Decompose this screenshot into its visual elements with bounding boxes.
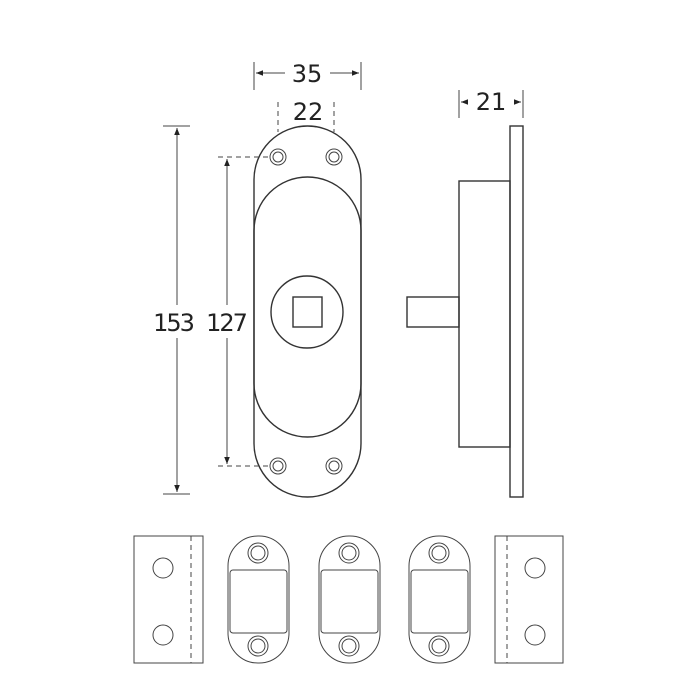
dimension-label-127: 127 <box>206 309 247 337</box>
front-view <box>253 125 362 498</box>
side-view <box>406 125 524 498</box>
cover-oval <box>253 176 362 438</box>
dimension-label-153: 153 <box>153 309 194 337</box>
square-spindle-hole <box>292 296 323 328</box>
dimension-label-22: 22 <box>293 98 324 126</box>
dimension-35: 35 <box>253 60 362 90</box>
screw-holes <box>269 148 343 475</box>
spindle-rose <box>270 275 344 349</box>
strike-plate-right <box>494 535 564 664</box>
side-body <box>458 180 511 448</box>
side-plate <box>509 125 524 498</box>
dimension-21: 21 <box>458 88 524 118</box>
dimension-label-35: 35 <box>292 60 323 88</box>
dimension-153: 153 <box>153 125 196 495</box>
strike-keeper-2 <box>318 535 381 664</box>
dimension-22: 22 <box>277 98 335 132</box>
backplate-outline <box>253 125 362 498</box>
side-spindle <box>406 296 460 328</box>
dimension-127: 127 <box>206 156 268 467</box>
strike-keeper-1 <box>227 535 290 664</box>
dimension-label-21: 21 <box>476 88 507 116</box>
strike-keeper-3 <box>408 535 471 664</box>
strike-plate-left <box>133 535 204 664</box>
